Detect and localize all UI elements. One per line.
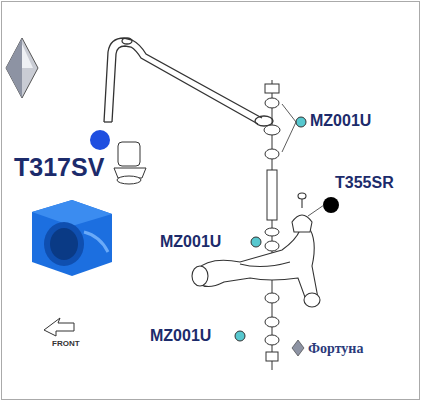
part-number: MZ001U bbox=[150, 328, 211, 344]
callout-dot bbox=[235, 331, 245, 341]
callout-dot bbox=[251, 237, 261, 247]
callout-dot bbox=[90, 130, 110, 150]
front-arrow bbox=[44, 318, 74, 336]
stabilizer-link bbox=[264, 80, 280, 370]
callout-dot bbox=[296, 117, 306, 127]
part-number: MZ001U bbox=[160, 234, 221, 250]
part-number: T355SR bbox=[335, 175, 394, 191]
brand-name: Фортуна bbox=[308, 342, 363, 356]
part-number: MZ001U bbox=[310, 113, 371, 129]
direction-label: FRONT bbox=[52, 340, 80, 348]
bushing-photo bbox=[32, 200, 112, 276]
callout-dot bbox=[323, 197, 339, 213]
control-arm bbox=[192, 193, 320, 307]
brand-logo bbox=[292, 340, 304, 356]
stabilizer-bar bbox=[104, 38, 273, 126]
part-number: T317SV bbox=[14, 155, 104, 180]
brand-diamond bbox=[6, 38, 38, 98]
bushing-sketch bbox=[114, 142, 146, 184]
